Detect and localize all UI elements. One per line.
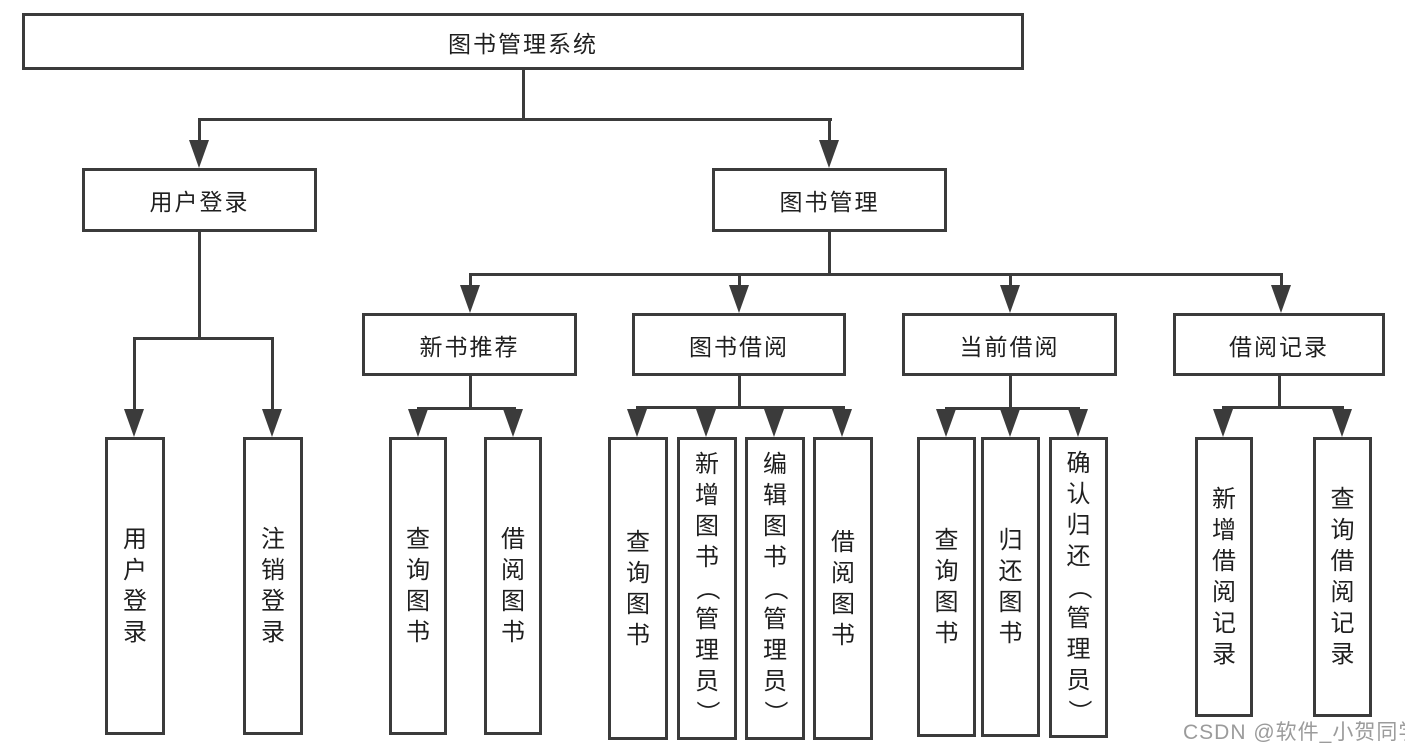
connector-line — [417, 407, 516, 410]
node-label: 查询图书 — [934, 527, 959, 647]
node-label: 归还图书 — [998, 527, 1023, 647]
connector-line — [1223, 406, 1344, 409]
arrow-down-icon — [832, 409, 852, 437]
watermark-text: CSDN @软件_小贺同学 — [1183, 721, 1405, 744]
arrow-down-icon — [1213, 409, 1233, 437]
arrow-down-icon — [696, 409, 716, 437]
node-label: 查询借阅记录 — [1330, 486, 1355, 668]
node-label: 注销登录 — [261, 526, 285, 646]
arrow-down-icon — [764, 409, 784, 437]
leaf-bb-borrow-books: 借阅图书 — [813, 437, 873, 740]
connector-line — [828, 232, 831, 276]
arrow-down-icon — [408, 409, 428, 437]
node-label: 新增图书（管理员） — [693, 451, 721, 725]
connector-line — [198, 232, 201, 340]
connector-line — [198, 118, 201, 156]
node-label: 图书管理 — [779, 189, 880, 215]
connector-line — [271, 337, 274, 413]
node-label: 借阅图书 — [501, 526, 525, 646]
connector-line — [469, 273, 1283, 276]
node-label: 查询图书 — [406, 526, 430, 646]
node-label: 新书推荐 — [419, 333, 520, 360]
leaf-br-query-record: 查询借阅记录 — [1313, 437, 1372, 717]
connector-line — [198, 118, 832, 121]
connector-line — [636, 406, 845, 409]
node-label: 借阅图书 — [831, 528, 855, 649]
node-root: 图书管理系统 — [22, 13, 1024, 70]
node-label: 编辑图书（管理员） — [761, 451, 789, 725]
arrow-down-icon — [1271, 285, 1291, 313]
arrow-down-icon — [189, 140, 209, 168]
connector-line — [1278, 376, 1281, 409]
arrow-down-icon — [1000, 285, 1020, 313]
node-label: 当前借阅 — [959, 333, 1060, 360]
arrow-down-icon — [627, 409, 647, 437]
leaf-rec-borrow-books: 借阅图书 — [484, 437, 542, 735]
arrow-down-icon — [1068, 409, 1088, 437]
node-new-book-recommend: 新书推荐 — [362, 313, 577, 376]
arrow-down-icon — [936, 409, 956, 437]
node-current-borrow: 当前借阅 — [902, 313, 1117, 376]
leaf-logout: 注销登录 — [243, 437, 303, 735]
node-label: 用户登录 — [123, 526, 147, 646]
node-label: 新增借阅记录 — [1212, 486, 1236, 668]
node-label: 图书管理系统 — [448, 30, 598, 57]
connector-line — [738, 376, 741, 409]
arrow-down-icon — [460, 285, 480, 313]
leaf-bb-query-books: 查询图书 — [608, 437, 668, 740]
connector-line — [522, 69, 525, 118]
leaf-rec-query-books: 查询图书 — [389, 437, 447, 735]
connector-line — [828, 118, 831, 156]
leaf-bb-edit-books-admin: 编辑图书（管理员） — [745, 437, 805, 740]
arrow-down-icon — [262, 409, 282, 437]
arrow-down-icon — [729, 285, 749, 313]
arrow-down-icon — [1000, 409, 1020, 437]
arrow-down-icon — [819, 140, 839, 168]
arrow-down-icon — [503, 409, 523, 437]
leaf-user-login: 用户登录 — [105, 437, 165, 735]
leaf-cb-query-books: 查询图书 — [917, 437, 976, 737]
node-book-borrow: 图书借阅 — [632, 313, 846, 376]
leaf-br-add-record: 新增借阅记录 — [1195, 437, 1253, 717]
connector-line — [133, 337, 136, 413]
leaf-cb-return-books: 归还图书 — [981, 437, 1040, 737]
node-user-login: 用户登录 — [82, 168, 317, 232]
node-label: 查询图书 — [626, 528, 650, 649]
connector-line — [945, 407, 1080, 410]
connector-line — [1009, 376, 1012, 410]
arrow-down-icon — [1332, 409, 1352, 437]
node-label: 用户登录 — [149, 189, 250, 215]
leaf-cb-confirm-return-admin: 确认归还（管理员） — [1049, 437, 1108, 738]
node-label: 借阅记录 — [1229, 333, 1329, 360]
node-book-management: 图书管理 — [712, 168, 947, 232]
connector-line — [469, 376, 472, 410]
connector-line — [133, 337, 274, 340]
arrow-down-icon — [124, 409, 144, 437]
node-label: 图书借阅 — [689, 333, 789, 360]
node-label: 确认归还（管理员） — [1065, 450, 1092, 724]
leaf-bb-add-books-admin: 新增图书（管理员） — [677, 437, 737, 740]
node-borrow-records: 借阅记录 — [1173, 313, 1385, 376]
